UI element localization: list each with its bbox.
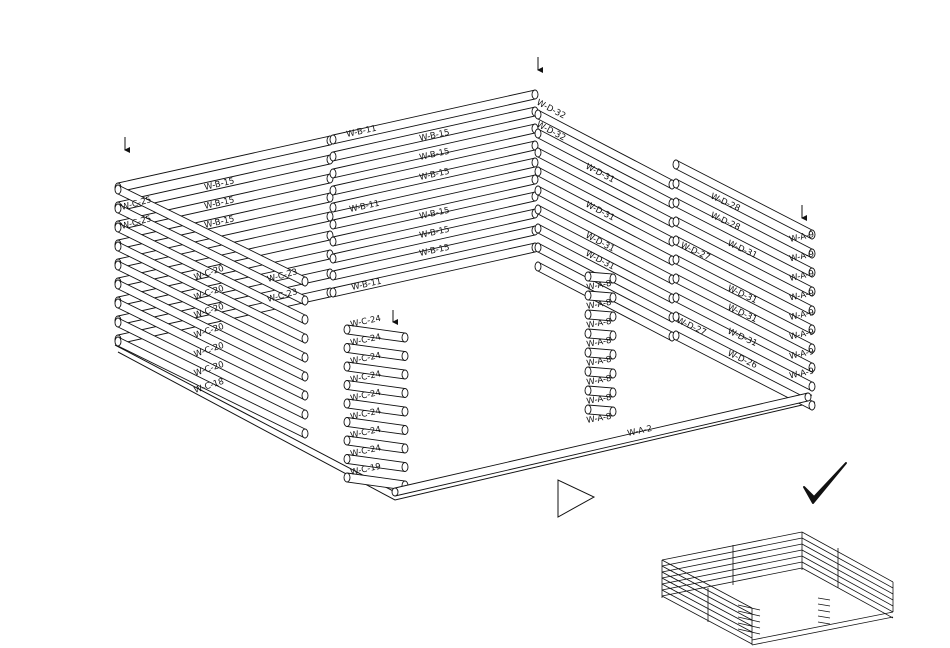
end-wall-log [114, 260, 309, 363]
side-wall-log [672, 178, 816, 259]
door-post-log [343, 324, 409, 343]
log-label: W-A-8 [586, 374, 612, 388]
end-wall-log [114, 317, 309, 420]
door-post-log [343, 379, 409, 399]
log-label: W-A-8 [586, 355, 612, 369]
side-wall-log [672, 235, 816, 316]
back-wall-log [329, 174, 539, 230]
door-post-log [584, 366, 617, 379]
checkmark-icon [803, 462, 847, 504]
side-wall-log [672, 216, 816, 297]
log-label: W-A-9 [789, 249, 816, 264]
back-wall-log [329, 89, 539, 145]
log-label: W-B-15 [419, 128, 451, 144]
wall-logs [114, 89, 816, 497]
door-post-log [343, 342, 409, 362]
back-wall-log [329, 191, 539, 247]
door-post-log [584, 404, 617, 417]
door-post-log [343, 361, 409, 380]
door-post-log [584, 271, 617, 284]
back-wall-log [329, 208, 539, 264]
door-post-log [343, 453, 409, 473]
end-wall-log [114, 241, 309, 344]
side-wall-log [672, 159, 816, 240]
door-post-log [343, 398, 409, 417]
door-post-log [584, 385, 617, 398]
side-wall-log [672, 330, 816, 411]
side-wall-log [672, 311, 816, 392]
log-label: W-A-9 [789, 230, 816, 245]
side-wall-log [534, 128, 676, 209]
end-wall-log [114, 279, 309, 382]
end-wall-log [114, 203, 309, 306]
log-label: W-A-8 [586, 279, 612, 293]
end-wall-log [114, 184, 309, 287]
log-label: W-A-8 [586, 412, 612, 426]
door-post-log [343, 416, 409, 436]
log-label: W-B-15 [203, 176, 235, 193]
back-wall-log [329, 157, 539, 213]
door-post-log [584, 309, 617, 322]
side-wall-log [534, 147, 676, 228]
log-label: W-A-8 [586, 298, 612, 312]
triangle-play-icon [557, 479, 596, 518]
log-label: W-A-8 [586, 317, 612, 331]
front-sill-log [391, 392, 812, 497]
log-label: W-B-15 [203, 214, 235, 231]
side-wall-log [672, 197, 816, 278]
back-wall-log [329, 242, 539, 298]
finished-frame-thumbnail [661, 531, 894, 646]
log-label: W-A-8 [586, 336, 612, 350]
door-post-log [343, 435, 409, 454]
side-wall-log [672, 292, 816, 373]
side-wall-log [672, 273, 816, 354]
end-wall-log [114, 222, 309, 325]
end-wall-log [114, 336, 309, 439]
end-wall-log [114, 298, 309, 401]
door-post-log [584, 347, 617, 360]
door-post-log [584, 290, 617, 303]
side-wall-log [672, 254, 816, 335]
log-label: W-B-15 [203, 195, 235, 212]
log-label: W-B-11 [351, 277, 383, 293]
door-post-log [584, 328, 617, 341]
side-wall-log [534, 166, 676, 247]
log-label: W-A-8 [586, 393, 612, 407]
